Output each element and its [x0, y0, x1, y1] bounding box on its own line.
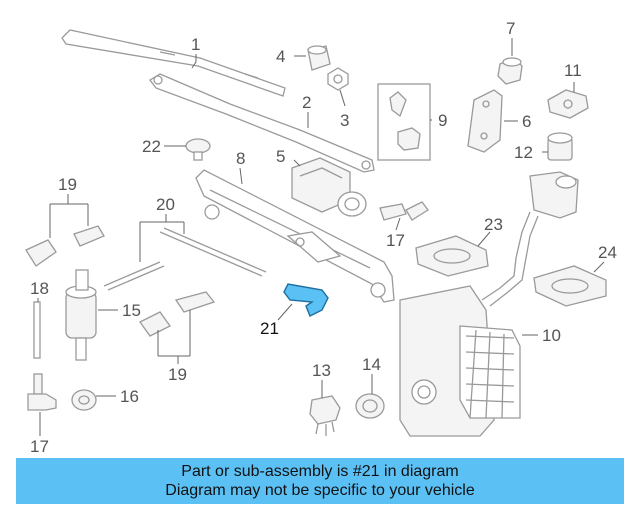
part-19-nozzle-upper	[25, 225, 105, 267]
part-1-wiper-blade	[61, 29, 286, 97]
callout-14: 14	[362, 355, 381, 374]
callout-18: 18	[30, 279, 49, 298]
part-14-grommet	[355, 393, 385, 419]
part-21-hose-connector[interactable]	[283, 283, 329, 317]
callout-1: 1	[191, 35, 200, 54]
part-8-linkage-frame	[195, 169, 395, 303]
callout-9: 9	[438, 111, 447, 130]
part-4-cap	[307, 45, 331, 71]
callout-12: 12	[514, 143, 533, 162]
part-19-nozzle-lower	[139, 291, 216, 337]
part-22-clip	[185, 138, 211, 161]
callout-19-upper: 19	[58, 175, 77, 194]
callout-24: 24	[598, 243, 617, 262]
callout-2: 2	[302, 93, 311, 112]
callout-10: 10	[542, 326, 561, 345]
callout-labels: 1 2 3 4 5 6 7 8 9 10 11 12 13 14 15 16 1…	[30, 19, 617, 456]
part-23-nozzle	[415, 235, 489, 277]
part-11-bracket	[547, 89, 589, 119]
part-15-pump-motor	[65, 269, 97, 361]
callout-5: 5	[276, 147, 285, 166]
callout-4: 4	[276, 47, 285, 66]
part-12-grommet	[547, 132, 573, 161]
callout-8: 8	[236, 149, 245, 168]
part-9-stud-kit	[377, 83, 431, 161]
part-18-hose	[33, 301, 41, 359]
part-6-bracket	[467, 89, 503, 153]
leader-lines	[37, 38, 605, 436]
part-2-wiper-arm	[149, 73, 375, 173]
part-5-wiper-motor	[291, 157, 367, 217]
callout-17-upper: 17	[386, 231, 405, 250]
part-20-hoses	[103, 227, 267, 291]
callout-6: 6	[522, 112, 531, 131]
banner-line-2: Diagram may not be specific to your vehi…	[165, 482, 475, 499]
part-10-washer-reservoir	[399, 171, 579, 437]
callout-3: 3	[340, 111, 349, 130]
callout-19-lower: 19	[168, 365, 187, 384]
callout-13: 13	[312, 361, 331, 380]
callout-21: 21	[260, 319, 279, 338]
callout-11: 11	[564, 61, 582, 80]
callout-17-lower: 17	[30, 437, 49, 456]
banner-line-1: Part or sub-assembly is #21 in diagram	[181, 463, 459, 480]
callout-7: 7	[506, 19, 515, 38]
part-7-grommet	[497, 57, 523, 85]
part-16-grommet	[71, 389, 97, 411]
part-21-shape	[283, 283, 329, 317]
part-24-nozzle	[533, 265, 607, 307]
part-17-connector-upper	[379, 201, 429, 221]
part-17-connector-lower	[27, 373, 57, 411]
callout-23: 23	[484, 215, 503, 234]
part-13-washer-pump	[309, 395, 341, 436]
callout-22: 22	[142, 137, 161, 156]
info-banner: Part or sub-assembly is #21 in diagram D…	[16, 458, 624, 504]
part-3-nut	[327, 67, 349, 91]
callout-15: 15	[122, 301, 141, 320]
callout-20: 20	[156, 195, 175, 214]
callout-16: 16	[120, 387, 139, 406]
